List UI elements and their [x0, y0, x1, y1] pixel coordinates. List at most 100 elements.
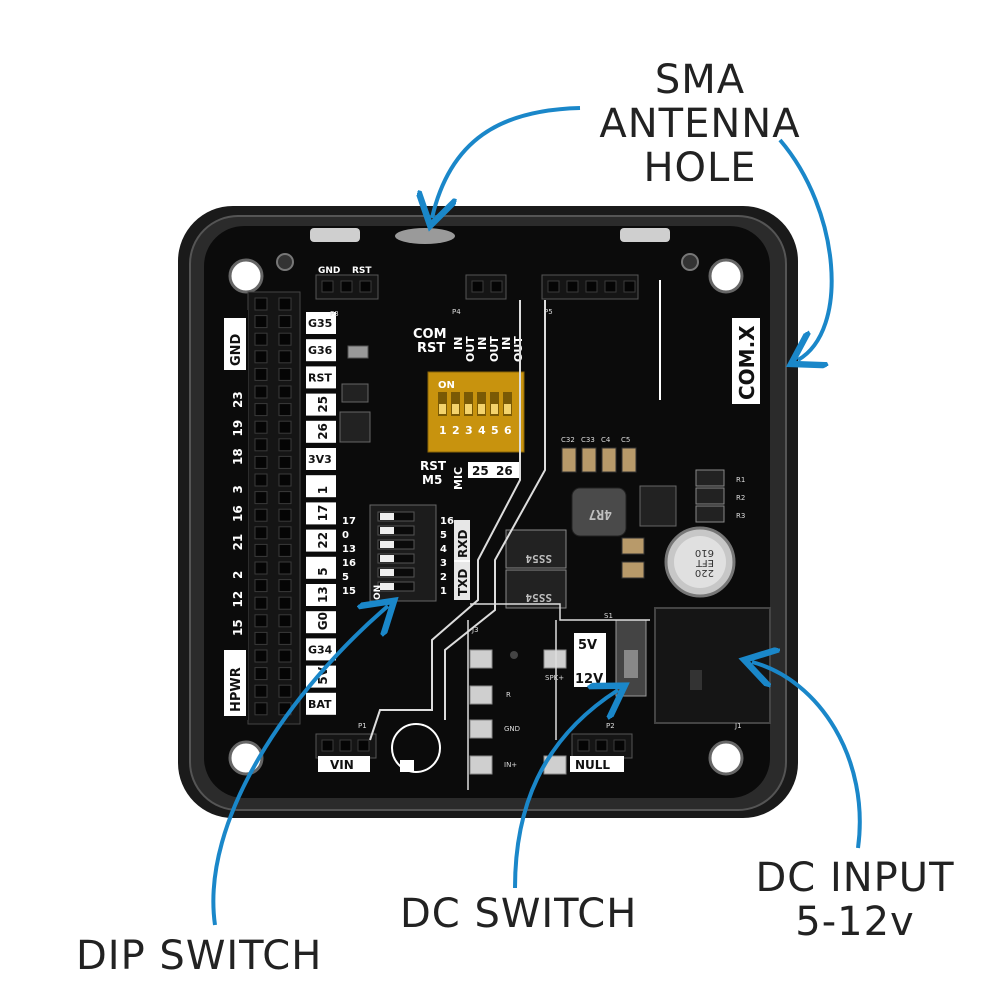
- dip-left-number: 5: [342, 572, 349, 583]
- right-pin-label: G35: [308, 317, 332, 330]
- header-pin: [278, 473, 292, 487]
- header-pin: [357, 739, 370, 752]
- rxd-bg: [454, 520, 470, 562]
- label-null: NULL: [575, 758, 610, 772]
- mounting-hole: [708, 258, 744, 294]
- in-out-label: IN: [452, 337, 465, 350]
- dip-right-number: 5: [440, 530, 447, 541]
- mounting-hole: [228, 258, 264, 294]
- capacitor: [561, 447, 577, 473]
- dip-number: 6: [504, 424, 512, 437]
- left-pin-label: 12: [231, 591, 245, 608]
- in-out-label: OUT: [512, 336, 525, 362]
- label-5v: 5V: [578, 638, 597, 653]
- label-m5: M5: [422, 473, 442, 487]
- dip-right-number: 2: [440, 572, 447, 583]
- dip-slider: [478, 404, 485, 414]
- right-pin-label: G0: [316, 612, 330, 630]
- screw: [276, 253, 294, 271]
- header-pin: [359, 280, 372, 293]
- callout-antenna-line: ANTENNA: [599, 101, 801, 147]
- right-label-bg: [306, 475, 336, 498]
- header-pin: [278, 385, 292, 399]
- dip-right-number: 16: [440, 516, 454, 527]
- header-pin: [278, 596, 292, 610]
- in-out-label: OUT: [464, 336, 477, 362]
- header-pin: [278, 455, 292, 469]
- cap-label: C4: [601, 436, 611, 444]
- cap-label: C32: [561, 436, 575, 444]
- left-pin-label: 21: [231, 534, 245, 551]
- right-pin-label: G34: [308, 643, 333, 656]
- capacitor: [601, 447, 617, 473]
- right-pin-label: BAT: [308, 698, 332, 711]
- callout-dc-switch: DC SWITCH: [400, 891, 638, 937]
- dip-left-on: ON: [373, 585, 383, 600]
- header-pin: [254, 385, 268, 399]
- label-j1: J1: [734, 722, 742, 730]
- label-vin: VIN: [330, 758, 354, 772]
- callout-hole-line: HOLE: [643, 145, 757, 191]
- dip-on-label: ON: [438, 380, 455, 391]
- dip-left-number: 0: [342, 530, 349, 541]
- right-pin-label: 3V3: [308, 453, 332, 466]
- callout-dc-input: DC INPUT 5-12v: [740, 856, 970, 944]
- label-j3: J3: [471, 626, 479, 634]
- dip-left-number: 15: [342, 586, 356, 597]
- header-pin: [254, 508, 268, 522]
- dip-slider: [452, 404, 459, 414]
- header-pin: [585, 280, 598, 293]
- header-pin: [254, 297, 268, 311]
- right-label-bg: [306, 312, 336, 334]
- header-pin: [278, 438, 292, 452]
- left-pin-label: 19: [231, 420, 245, 437]
- label-gnd-pad: GND: [504, 725, 520, 733]
- arrow-dip-switch: [211, 606, 388, 926]
- antenna-slot: [620, 228, 670, 242]
- in-out-label: IN: [500, 337, 513, 350]
- regulator-u7: [639, 485, 677, 527]
- comx-label-bg: [732, 318, 760, 404]
- dip-slot: [377, 553, 415, 564]
- right-label-bg: [306, 638, 336, 661]
- right-pin-label: 5: [316, 567, 330, 575]
- header-pin: [254, 543, 268, 557]
- callout-sma-antenna: SMA ANTENNA HOLE: [580, 58, 820, 190]
- right-pin-label: 13: [316, 586, 330, 603]
- header-pin: [278, 684, 292, 698]
- inductor-l1: [571, 487, 627, 537]
- right-pin-label: 5V: [316, 666, 330, 684]
- silk-trace: [470, 603, 650, 621]
- label-p5: P5: [544, 308, 553, 316]
- capacitor: [581, 447, 597, 473]
- dip-slot: [377, 525, 415, 536]
- solder-pad: [543, 649, 567, 669]
- label-12v: 12V: [575, 672, 603, 687]
- right-pin-label: 17: [316, 505, 330, 522]
- dip-right-number: 4: [440, 544, 447, 555]
- module-label: COM.X: [735, 325, 759, 400]
- diode-mark: SS54: [525, 552, 552, 565]
- label-in: IN+: [504, 761, 517, 769]
- header-pin: [278, 332, 292, 346]
- resistor-r1: [695, 469, 725, 487]
- cap-label: C5: [621, 436, 630, 444]
- dc-input-jack: [654, 607, 771, 724]
- dip-left-number: 17: [342, 516, 356, 527]
- label-com: COM: [413, 327, 447, 342]
- header-pin: [254, 367, 268, 381]
- label-hpwr: HPWR: [229, 667, 244, 712]
- label-spk: SPK+: [545, 674, 564, 682]
- dip-slider: [380, 569, 394, 576]
- dc-input-socket: [690, 670, 702, 690]
- header-pin: [254, 579, 268, 593]
- header-pin: [278, 508, 292, 522]
- header-pin: [340, 280, 353, 293]
- capacitor-mark: 220: [695, 567, 714, 578]
- hpwr-label-bg: [224, 650, 246, 716]
- label-rst-bottom: RST: [420, 459, 447, 473]
- dip-slider: [504, 404, 511, 414]
- silk-trace: [369, 300, 521, 741]
- resistor-r2: [695, 487, 725, 505]
- header-pin: [254, 473, 268, 487]
